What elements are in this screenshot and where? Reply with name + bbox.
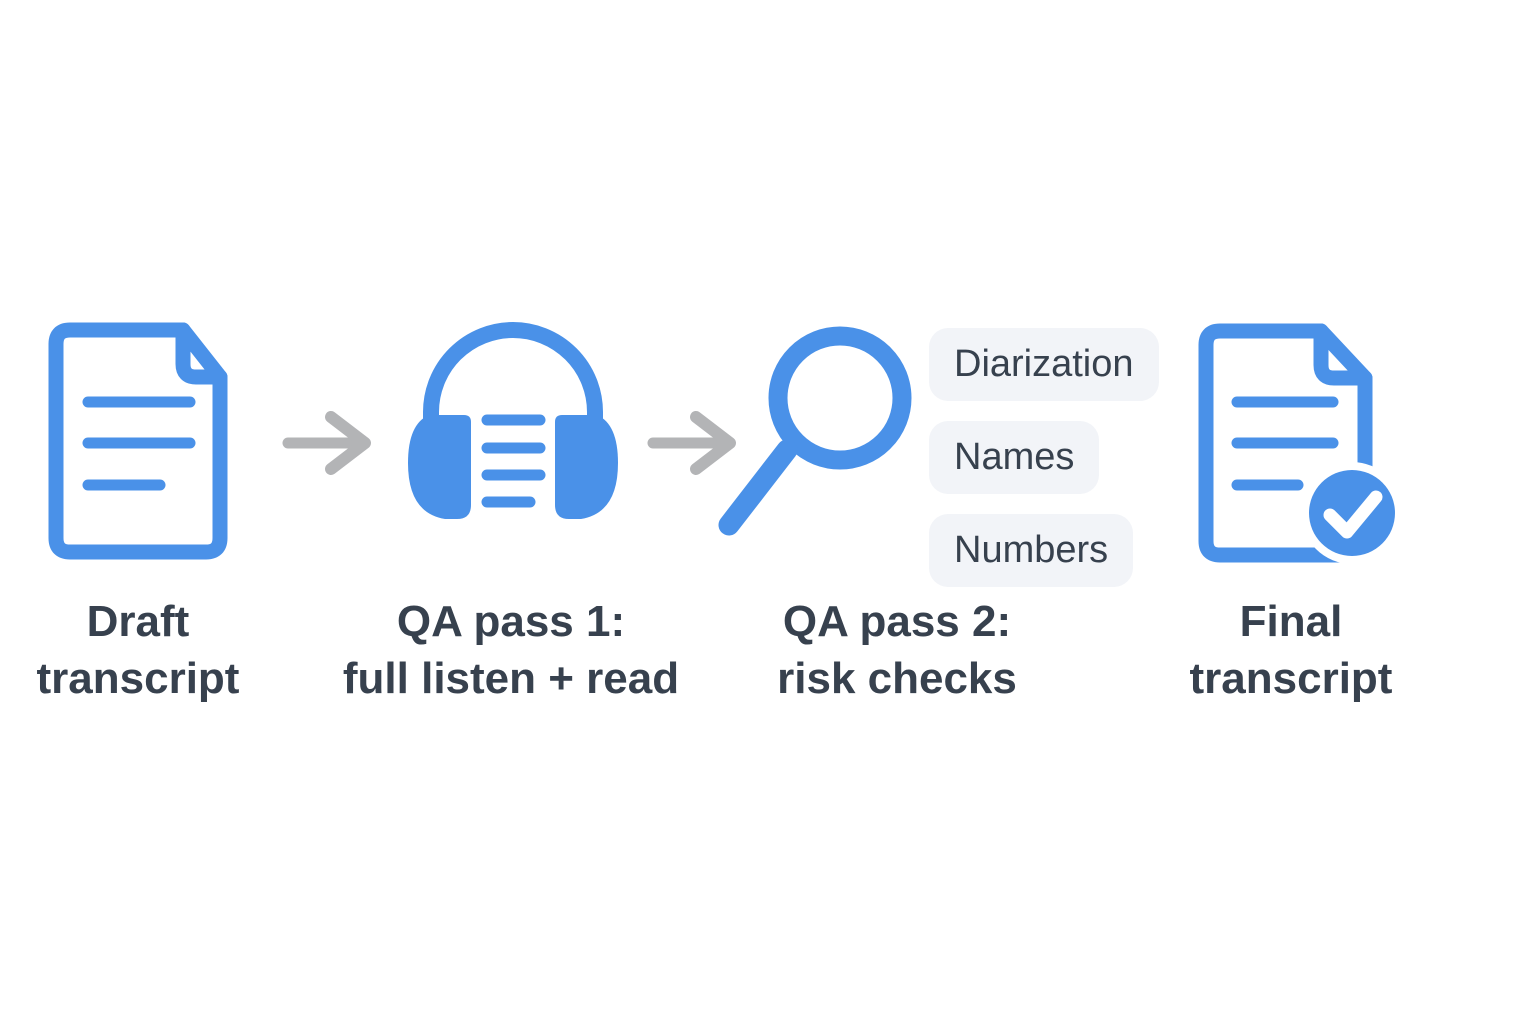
stage-label-qa-pass-2: QA pass 2: risk checks (597, 593, 1197, 707)
stage-label-line: risk checks (777, 654, 1017, 703)
stage-label-line: full listen + read (342, 654, 680, 703)
stage-label-qa-pass-1: QA pass 1: full listen + read (211, 593, 811, 707)
document-check-icon (1198, 323, 1403, 564)
magnifier-icon (718, 326, 912, 536)
stage-label-line: Draft (86, 597, 190, 646)
risk-check-tag-numbers: Numbers (929, 514, 1134, 587)
stage-label-line: transcript (36, 654, 240, 703)
stage-label-line: transcript (1189, 654, 1393, 703)
check-circle (1309, 470, 1395, 556)
risk-check-tag-diarization: Diarization (929, 328, 1159, 401)
stage-label-line: Final (1239, 597, 1343, 646)
stage-label-final-transcript: Final transcript (991, 593, 1536, 707)
stage-label-draft-transcript: Draft transcript (0, 593, 438, 707)
headphones-icon (408, 322, 618, 519)
arrow-right-icon (282, 411, 371, 475)
risk-check-tags: Diarization Names Numbers (929, 328, 1159, 587)
arrow-right-icon (647, 411, 736, 475)
document-icon (48, 322, 228, 560)
check-icon (1323, 490, 1383, 539)
risk-check-tag-names: Names (929, 421, 1100, 494)
stage-label-line: QA pass 1: (396, 597, 626, 646)
stage-label-line: QA pass 2: (782, 597, 1012, 646)
